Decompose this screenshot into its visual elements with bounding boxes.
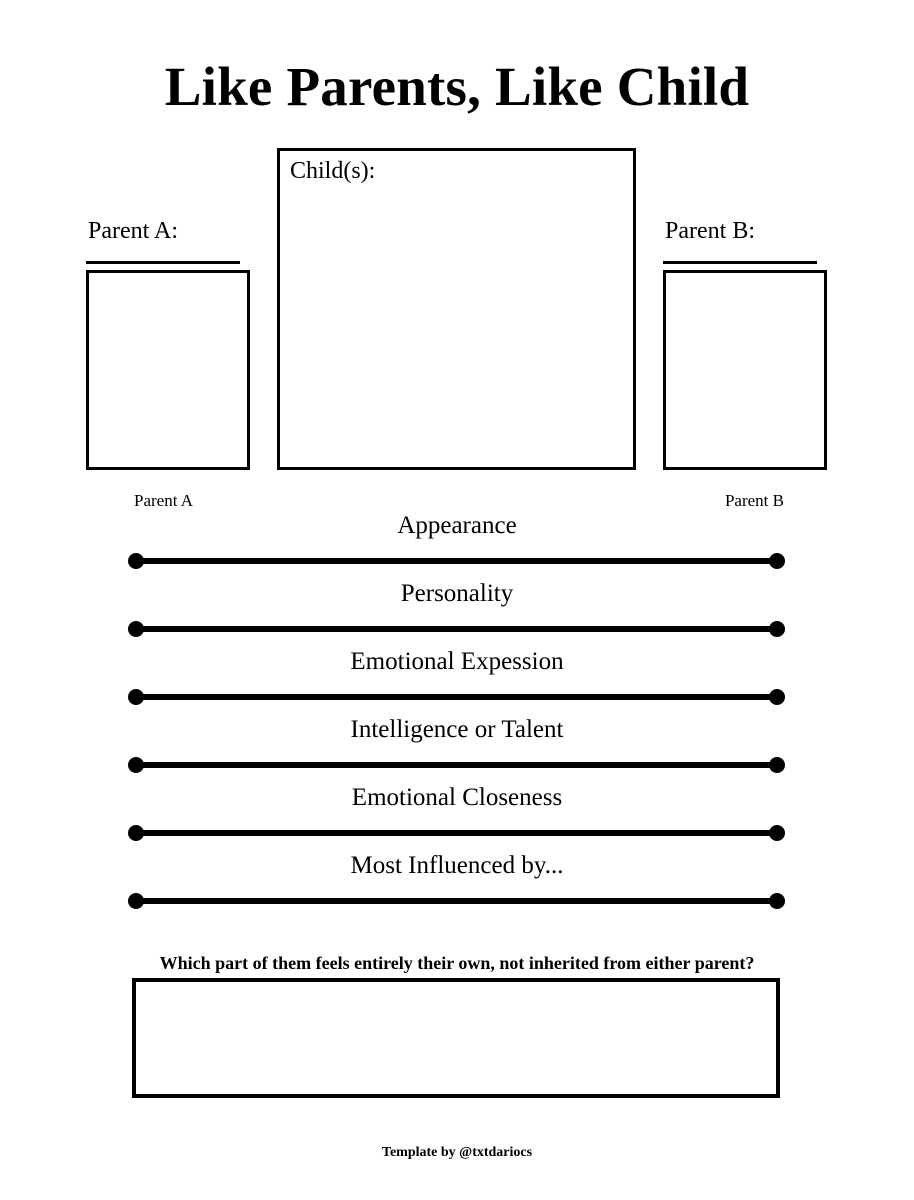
spectrum-row: Most Influenced by... (128, 852, 786, 909)
reflection-question: Which part of them feels entirely their … (159, 953, 755, 973)
spectrum-track[interactable] (136, 558, 777, 564)
spectrum-row: Intelligence or Talent (128, 716, 786, 773)
parent-a-name-line[interactable] (86, 261, 240, 264)
spectrum-label: Emotional Closeness (351, 784, 563, 811)
spectrum-track[interactable] (136, 830, 777, 836)
parent-a-drawing-box[interactable] (86, 270, 250, 470)
spectrum-knob-right[interactable] (769, 893, 785, 909)
spectrum-knob-right[interactable] (769, 825, 785, 841)
spectrum-track[interactable] (136, 898, 777, 904)
spectrum-row: Appearance Parent A Parent B (128, 491, 786, 569)
spectrum-label: Most Influenced by... (350, 852, 564, 879)
spectrum-label: Emotional Expession (350, 648, 564, 675)
spectrum-knob-left[interactable] (128, 893, 144, 909)
parent-b-drawing-box[interactable] (663, 270, 827, 470)
spectrum-label: Appearance (397, 512, 517, 539)
spectrum-knob-left[interactable] (128, 825, 144, 841)
spectrum-track[interactable] (136, 626, 777, 632)
parent-a-label: Parent A: (88, 218, 178, 244)
spectrum-knob-left[interactable] (128, 553, 144, 569)
spectrum-row: Emotional Closeness (128, 784, 786, 841)
spectrum-label: Intelligence or Talent (350, 716, 564, 743)
spectrum-row: Personality (128, 580, 786, 637)
spectrum-knob-left[interactable] (128, 621, 144, 637)
spectrum-endpoint-right-label: Parent B (724, 491, 784, 510)
spectrum-track[interactable] (136, 762, 777, 768)
spectrum-knob-right[interactable] (769, 689, 785, 705)
spectrum-knob-right[interactable] (769, 553, 785, 569)
spectrum-knob-left[interactable] (128, 689, 144, 705)
spectrum-track[interactable] (136, 694, 777, 700)
parent-b-label: Parent B: (665, 218, 755, 244)
child-label: Child(s): (290, 158, 376, 184)
child-drawing-box[interactable] (277, 148, 636, 470)
spectrum-label: Personality (400, 580, 514, 607)
spectrum-knob-right[interactable] (769, 757, 785, 773)
spectrum-knob-right[interactable] (769, 621, 785, 637)
spectrum-knob-left[interactable] (128, 757, 144, 773)
page-title: Like Parents, Like Child (164, 56, 750, 117)
parent-b-name-line[interactable] (663, 261, 817, 264)
spectrum-row: Emotional Expession (128, 648, 786, 705)
spectrum-endpoint-left-label: Parent A (134, 491, 194, 510)
template-credit: Template by @txtdariocs (381, 1145, 533, 1160)
reflection-answer-box[interactable] (132, 978, 780, 1098)
